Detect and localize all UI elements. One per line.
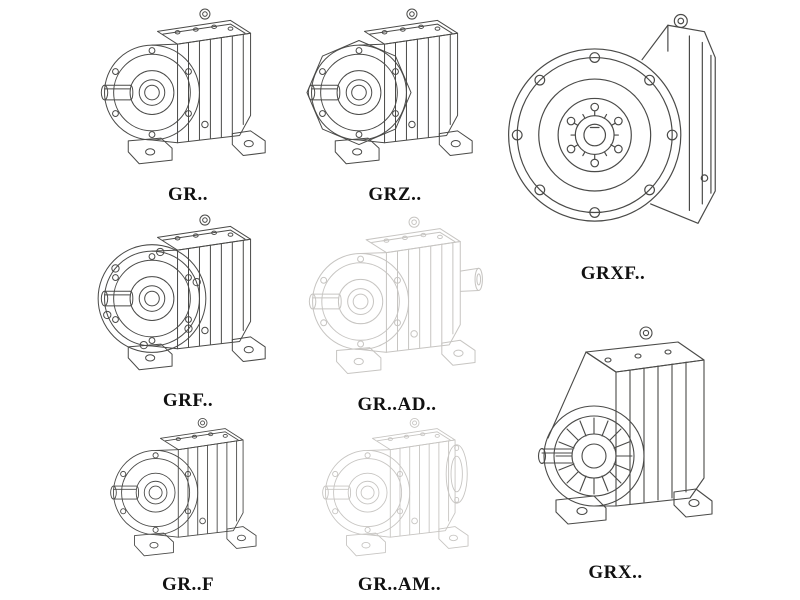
- product-grxf: GRXF..: [500, 8, 726, 285]
- product-label-gram: GR..AM..: [357, 574, 442, 595]
- product-label-grf: GRF..: [162, 390, 214, 411]
- product-gram: GR..AM..: [292, 414, 507, 596]
- product-label-grxf: GRXF..: [580, 263, 646, 284]
- product-grf: GRF..: [88, 210, 288, 412]
- product-label-grz: GRZ..: [368, 184, 422, 205]
- product-grx: GRX..: [498, 305, 733, 584]
- product-label-grx: GRX..: [588, 562, 643, 583]
- gearbox-drawing-grxf: [500, 8, 726, 261]
- gearbox-drawing-grf-foot: [107, 414, 269, 572]
- gearbox-drawing-grz: [305, 4, 487, 182]
- gearbox-drawing-grad: [305, 212, 483, 392]
- product-grz: GRZ..: [295, 4, 495, 206]
- product-label-gr: GR..: [168, 184, 208, 205]
- product-grad: GR..AD..: [292, 212, 502, 416]
- product-label-grad: GR..AD..: [357, 394, 437, 415]
- product-grf-foot: GR..F: [88, 414, 288, 596]
- product-label-grf-foot: GR..F: [161, 574, 215, 595]
- gearbox-drawing-gr: [97, 4, 280, 182]
- gearbox-drawing-gram: [319, 414, 481, 572]
- gearbox-drawing-grx: [498, 305, 733, 560]
- product-gr: GR..: [88, 4, 288, 206]
- gearbox-drawing-grf: [97, 210, 280, 388]
